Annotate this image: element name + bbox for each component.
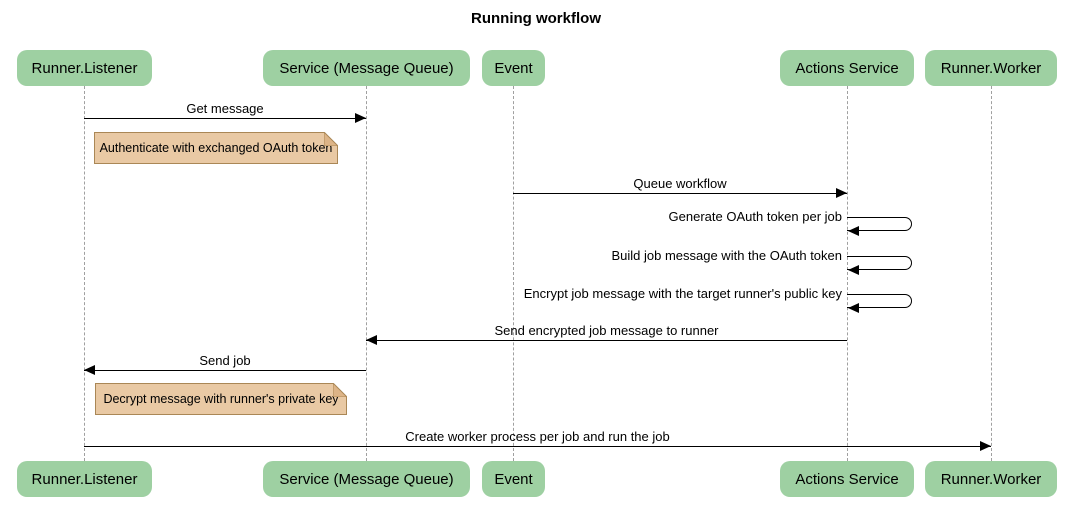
actor-bottom-actions-service: Actions Service [780,461,914,497]
arrowhead-left-icon [366,335,377,345]
diagram-title: Running workflow [471,10,601,27]
actor-top-event: Event [482,50,545,86]
actor-top-runner-listener: Runner.Listener [17,50,152,86]
self-loop-build-job-message [847,256,912,270]
note-fold-icon [333,383,347,397]
message-label-send-job: Send job [199,353,251,368]
lifeline-runner-listener [84,86,85,461]
actor-bottom-runner-worker: Runner.Worker [925,461,1057,497]
message-label-queue-workflow: Queue workflow [633,176,727,191]
arrowhead-left-icon [848,303,859,313]
arrowhead-right-icon [355,113,366,123]
actor-bottom-service-message-queue: Service (Message Queue) [263,461,470,497]
message-label-send-encrypted-job: Send encrypted job message to runner [494,323,719,338]
arrowhead-left-icon [848,226,859,236]
message-line-create-worker-process [84,446,991,447]
message-label-create-worker-process: Create worker process per job and run th… [405,429,670,444]
actor-top-actions-service: Actions Service [780,50,914,86]
actor-bottom-event: Event [482,461,545,497]
message-label-generate-oauth-token: Generate OAuth token per job [668,209,842,224]
self-loop-encrypt-job-message [847,294,912,308]
message-line-get-message [84,118,366,119]
actor-top-runner-worker: Runner.Worker [925,50,1057,86]
note-text: Authenticate with exchanged OAuth token [99,141,333,155]
actor-top-service-message-queue: Service (Message Queue) [263,50,470,86]
lifeline-actions-service [847,86,848,461]
message-label-build-job-message: Build job message with the OAuth token [611,248,842,263]
actor-bottom-runner-listener: Runner.Listener [17,461,152,497]
arrowhead-left-icon [84,365,95,375]
lifeline-event [513,86,514,461]
note-authenticate: Authenticate with exchanged OAuth token [94,132,338,164]
message-line-queue-workflow [513,193,847,194]
note-text: Decrypt message with runner's private ke… [103,392,339,406]
lifeline-service-message-queue [366,86,367,461]
arrowhead-left-icon [848,265,859,275]
arrowhead-right-icon [980,441,991,451]
message-line-send-job [84,370,366,371]
message-label-get-message: Get message [186,101,264,116]
self-loop-generate-oauth-token [847,217,912,231]
lifeline-runner-worker [991,86,992,461]
note-fold-icon [324,132,338,146]
arrowhead-right-icon [836,188,847,198]
message-label-encrypt-job-message: Encrypt job message with the target runn… [523,286,842,301]
note-decrypt: Decrypt message with runner's private ke… [95,383,347,415]
message-line-send-encrypted-job [366,340,847,341]
